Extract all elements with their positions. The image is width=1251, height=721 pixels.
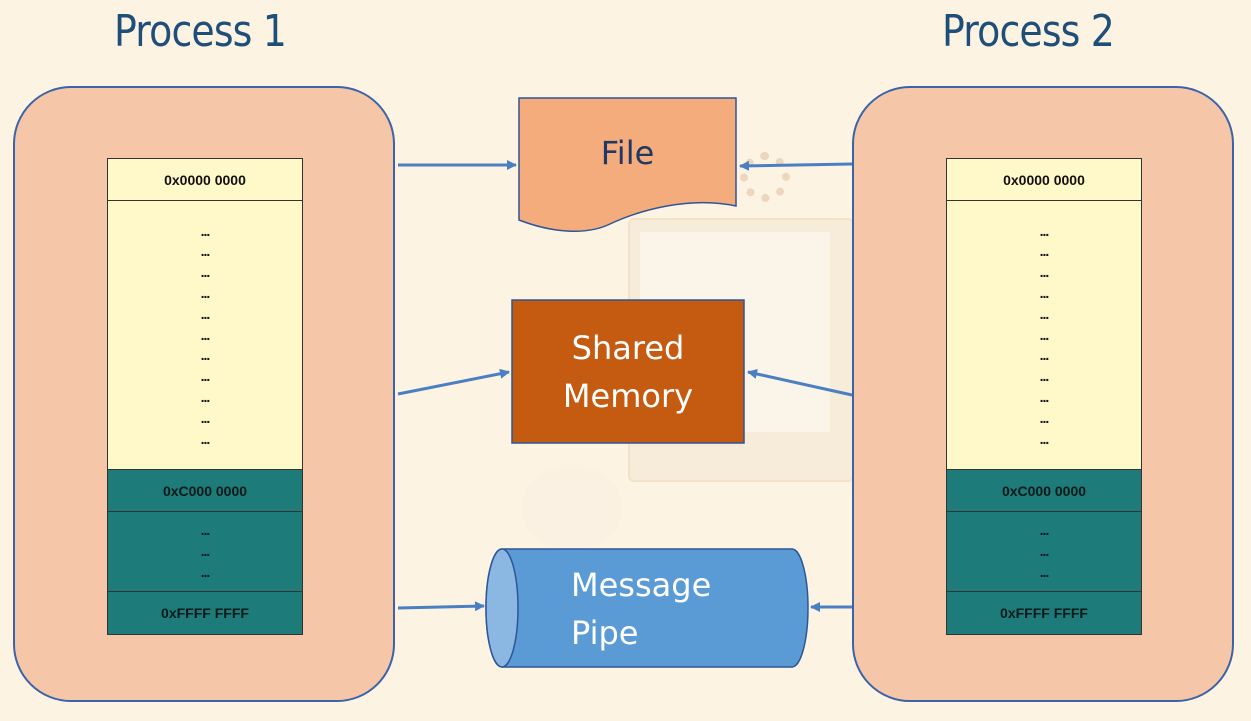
address-row-end: 0xFFFF FFFF	[108, 592, 302, 634]
arrow-p2-to-file	[739, 160, 853, 171]
memory-high-region: ...... ...	[108, 512, 302, 592]
arrow-p1-to-shared-memory	[397, 368, 510, 396]
arrow-p2-to-shared-memory	[747, 369, 853, 397]
message-pipe-label-line2: Pipe	[571, 614, 639, 652]
arrow-p1-to-message-pipe	[397, 601, 485, 612]
ellipsis-column: ...... ...... ...... ...... ...... ...	[200, 222, 211, 447]
process-2-box: 0x0000 0000 ...... ...... ...... ...... …	[852, 86, 1234, 702]
memory-low-region: ...... ...... ...... ...... ...... ...	[947, 201, 1141, 470]
message-pipe-label-line1: Message	[571, 566, 712, 604]
ellipsis-column: ...... ...... ...... ...... ...... ...	[1039, 222, 1050, 447]
address-row-end: 0xFFFF FFFF	[947, 592, 1141, 634]
process-1-title: Process 1	[114, 6, 287, 57]
message-pipe-end	[485, 548, 519, 668]
ellipsis-column: ...... ...	[1039, 522, 1050, 580]
ellipsis-column: ...... ...	[200, 522, 211, 580]
shared-memory-label-line1: Shared	[571, 328, 685, 367]
memory-low-region: ...... ...... ...... ...... ...... ...	[108, 201, 302, 470]
address-row-low: 0x0000 0000	[108, 159, 302, 201]
address-row-kernel: 0xC000 0000	[947, 470, 1141, 512]
file-label: File	[600, 134, 655, 172]
address-row-low: 0x0000 0000	[947, 159, 1141, 201]
shared-memory-shape	[511, 299, 745, 444]
memory-high-region: ...... ...	[947, 512, 1141, 592]
process-2-title: Process 2	[942, 6, 1115, 57]
message-pipe-label: Message Pipe	[571, 561, 711, 657]
shared-memory-label: Shared Memory	[512, 300, 744, 443]
file-shape	[518, 97, 737, 232]
process-1-box: 0x0000 0000 ...... ...... ...... ...... …	[13, 86, 395, 702]
process-2-memory-map: 0x0000 0000 ...... ...... ...... ...... …	[946, 158, 1142, 635]
shared-memory-label-line2: Memory	[562, 376, 694, 415]
process-1-memory-map: 0x0000 0000 ...... ...... ...... ...... …	[107, 158, 303, 635]
address-row-kernel: 0xC000 0000	[108, 470, 302, 512]
